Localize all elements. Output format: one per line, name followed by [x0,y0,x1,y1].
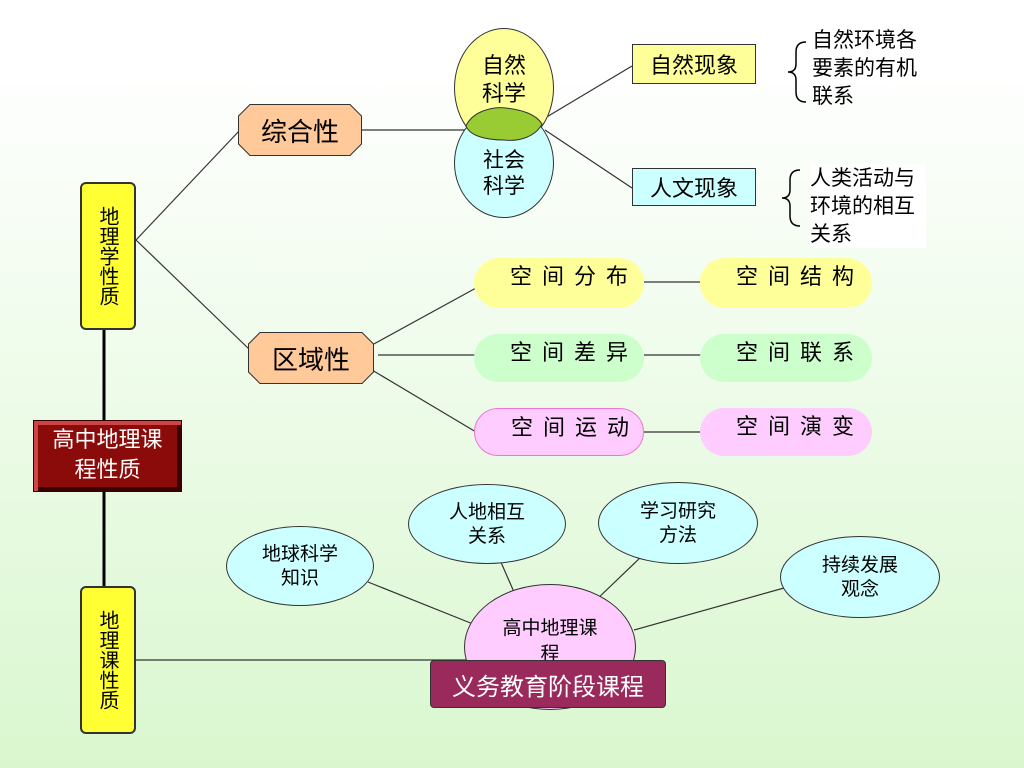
comprehensive-label: 综合性 [260,117,339,148]
study-method-label: 学习研究方法 [640,500,717,546]
sustainable-label: 持续发展观念 [822,554,899,600]
comprehensive-border [238,104,362,156]
human-note: 人类活动与环境的相互关系 [810,164,926,248]
compulsory-course-box: 义务教育阶段课程 [430,660,666,708]
regional-border [248,332,374,384]
human-land-label: 人地相互关系 [449,501,526,547]
study-method-oval: 学习研究方法 [598,482,758,564]
regional-label: 区域性 [271,345,350,376]
natural-note: 自然环境各要素的有机联系 [812,28,917,108]
spatial-movement: 空间运动 [474,408,644,456]
earth-science-oval: 地球科学知识 [226,526,374,606]
spatial-structure: 空间结构 [700,258,872,308]
geo-nature-label: 地理学性质 [96,206,120,306]
science-overlap-shape [465,107,543,141]
natural-phenomena-box: 自然现象 [632,44,756,84]
spatial-connection: 空间联系 [700,334,872,382]
natural-science-label: 自然科学 [481,54,526,107]
geo-nature-box: 地理学性质 [80,182,136,330]
earth-science-label: 地球科学知识 [262,543,339,589]
human-land-oval: 人地相互关系 [408,484,566,564]
comprehensive-box: 综合性 [238,104,362,156]
social-science-label: 社会科学 [483,148,525,198]
main-title-box: 高中地理课程性质 [33,420,182,492]
course-nature-box: 地理课性质 [80,586,136,734]
human-phenomena-box: 人文现象 [632,168,756,206]
spatial-evolution: 空间演变 [700,408,872,456]
natural-phenomena-label: 自然现象 [649,54,738,79]
course-nature-label: 地理课性质 [96,610,120,710]
sustainable-oval: 持续发展观念 [780,536,940,618]
spatial-distribution: 空间分布 [474,258,644,308]
spatial-difference: 空间差异 [474,334,644,382]
main-title: 高中地理课程性质 [52,428,163,483]
human-phenomena-label: 人文现象 [649,177,738,202]
compulsory-course-label: 义务教育阶段课程 [452,672,644,701]
course-center-label: 高中地理课程 [502,617,598,665]
